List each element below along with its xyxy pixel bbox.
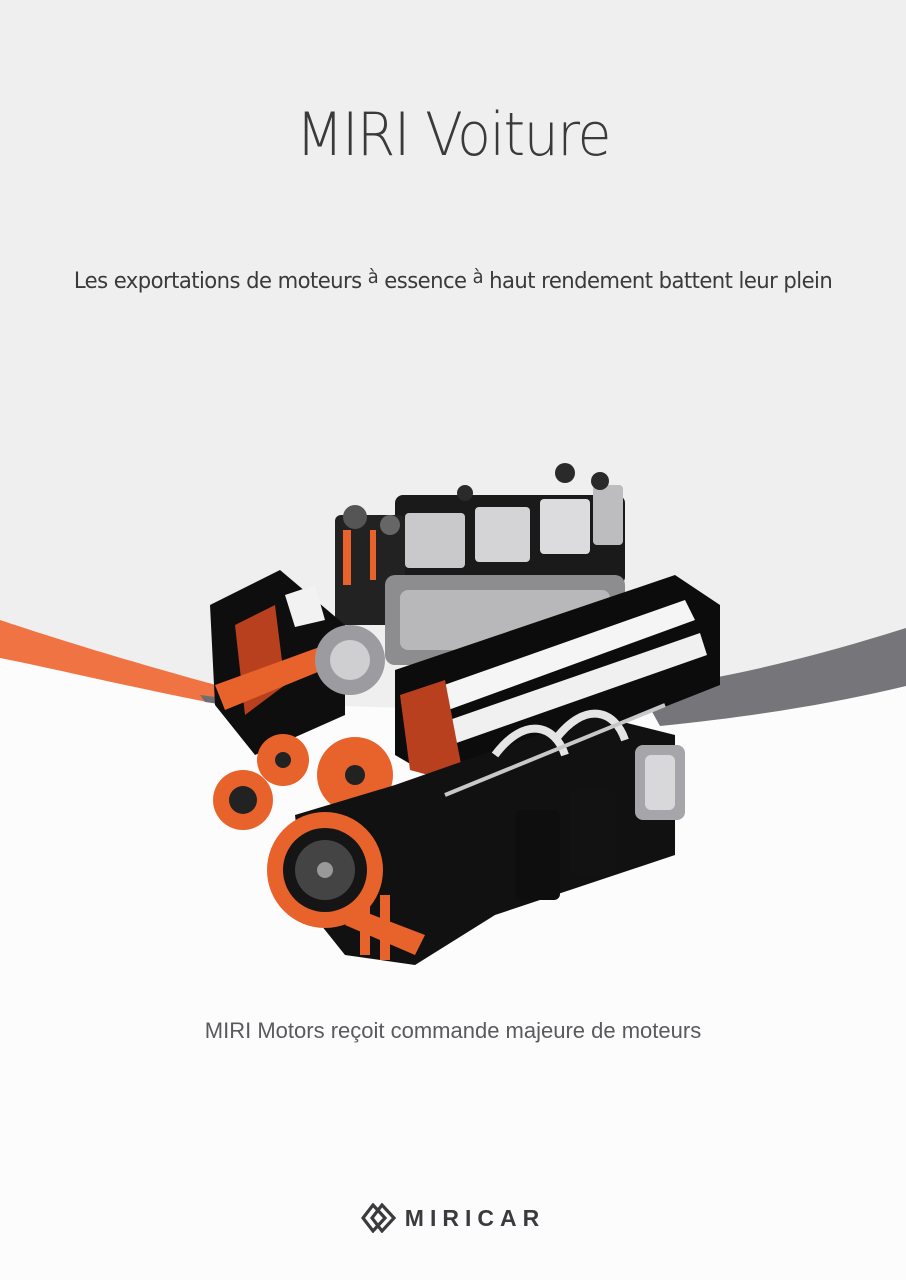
- headline-text-2: essence: [378, 268, 473, 294]
- headline: Les exportations de moteurs à essence à …: [27, 266, 879, 294]
- page-title: MIRI Voiture: [295, 100, 612, 170]
- engine-illustration: [210, 463, 720, 965]
- double-diamond-icon: [360, 1203, 396, 1233]
- orange-swoosh: [0, 620, 260, 710]
- left-bank: [210, 570, 345, 755]
- headline-text-3: haut rendement battent leur plein: [483, 268, 833, 294]
- caption: MIRI Motors reçoit commande majeure de m…: [204, 1018, 702, 1043]
- right-bank: [395, 575, 720, 790]
- brand-logo: MIRICAR: [0, 1203, 906, 1233]
- brand-name: MIRICAR: [404, 1204, 546, 1231]
- headline-text-a1: à: [367, 266, 379, 288]
- gray-swoosh: [640, 628, 906, 726]
- headline-text-1: Les exportations de moteurs: [73, 268, 368, 294]
- valve-covers: [395, 463, 625, 585]
- headline-text-a2: à: [472, 266, 484, 288]
- exhaust-cylinders: [515, 745, 685, 900]
